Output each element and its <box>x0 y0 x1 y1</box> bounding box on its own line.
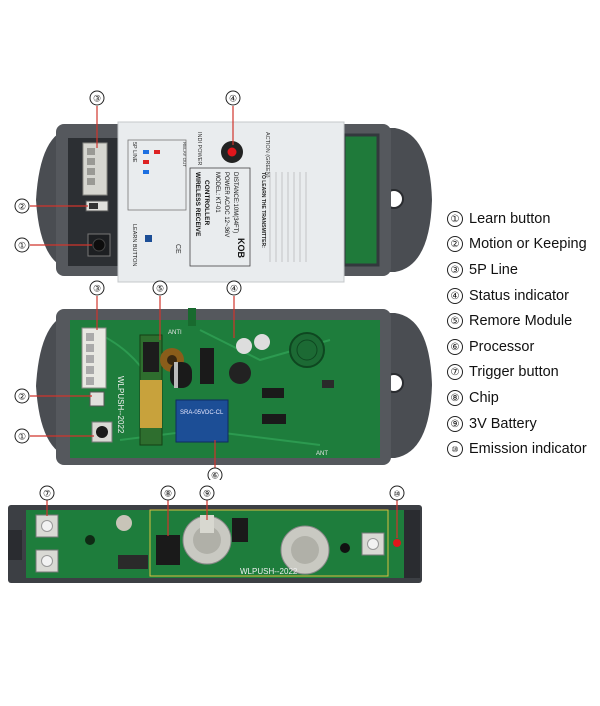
legend-item: ① Learn button <box>447 206 597 232</box>
label-instructions-title: TO LEARN THE TRANSMITTER: <box>260 172 266 248</box>
piezo-disc <box>289 332 325 368</box>
legend-number: ⑤ <box>447 313 463 330</box>
ant-label: ANT <box>316 451 328 457</box>
status-led <box>227 147 237 157</box>
legend-item: ③ 5P Line <box>447 257 597 283</box>
component-legend: ① Learn button ② Motion or Keeping ③ 5P Lin… <box>447 206 597 462</box>
legend-item: ④ Status indicator <box>447 283 597 309</box>
small-chip-2 <box>262 414 286 424</box>
small-chip-1 <box>262 388 284 398</box>
legend-item: ⑩ Emission indicator <box>447 436 597 462</box>
callout-7: ⑦ <box>43 489 51 499</box>
legend-number: ④ <box>447 287 463 304</box>
callout-4-top: ④ <box>229 94 237 104</box>
callout-9: ⑨ <box>203 489 211 499</box>
legend-label: 3V Battery <box>469 415 537 432</box>
relay <box>175 399 229 443</box>
receiver-covered-photo: INDI POWER ACTION (GREEN) 5P LINE RELAY … <box>14 90 432 283</box>
legend-item: ⑦ Trigger button <box>447 360 597 386</box>
legend-number: ⑩ <box>447 441 463 458</box>
callout-2-mid: ② <box>18 392 26 402</box>
legend-label: Status indicator <box>469 287 569 304</box>
callout-1-top: ① <box>18 241 26 251</box>
legend-number: ③ <box>447 261 463 278</box>
callout-3-top: ③ <box>93 94 101 104</box>
legend-number: ⑧ <box>447 389 463 406</box>
callout-2-top: ② <box>18 202 26 212</box>
learn-button <box>92 238 106 252</box>
label-5p-line: 5P LINE <box>131 142 137 163</box>
legend-label: Chip <box>469 389 499 406</box>
anti-label: ANTI <box>168 330 182 336</box>
label-action-green: ACTION (GREEN) <box>264 132 270 178</box>
transmitter-pcb-label: WLPUSH--2022 <box>240 567 298 576</box>
callout-3-mid: ③ <box>93 284 101 294</box>
label-distance: DISTANCE:10M(34FT) <box>232 172 238 233</box>
callout-1-mid: ① <box>18 432 26 442</box>
label-spec-box <box>189 167 251 267</box>
label-learn-button: LEARN BUTTON <box>131 224 137 266</box>
legend-item: ⑤ Remore Module <box>447 308 597 334</box>
receiver-pcb-photo: WLPUSH--2022 ANTI ANT SRA-05VDC-CL ③ ⑤ ④… <box>14 280 432 481</box>
label-power: POWER AC/DC 12~36V <box>223 172 229 237</box>
callout-6-mid: ⑥ <box>211 471 219 481</box>
legend-label: 5P Line <box>469 261 518 278</box>
processor-ic <box>200 348 214 384</box>
callout-8: ⑧ <box>164 489 172 499</box>
chip <box>156 535 180 565</box>
receiver-pcb-label: WLPUSH--2022 <box>116 376 125 434</box>
label-header-1: WIRELESS RECEIVE <box>194 172 201 237</box>
legend-item: ⑥ Processor <box>447 334 597 360</box>
electrolytic-capacitor <box>170 362 192 388</box>
small-hole <box>85 535 95 545</box>
legend-item: ② Motion or Keeping <box>447 232 597 258</box>
legend-number: ⑥ <box>447 338 463 355</box>
callout-5-mid: ⑤ <box>156 284 164 294</box>
battery-area-outline <box>149 509 389 577</box>
legend-label: Emission indicator <box>469 441 587 458</box>
green-pcb-strip <box>344 135 378 265</box>
label-relay-out: RELAY OUT <box>182 142 187 167</box>
capacitor-1 <box>254 334 270 350</box>
legend-number: ⑦ <box>447 364 463 381</box>
callout-4-mid: ④ <box>230 284 238 294</box>
legend-label: Motion or Keeping <box>469 236 587 253</box>
legend-label: Learn button <box>469 210 551 227</box>
callout-10: ⑩ <box>393 490 400 499</box>
legend-label: Remore Module <box>469 313 573 330</box>
label-indi-power: INDI POWER <box>196 132 202 165</box>
label-ce: CE <box>174 244 181 254</box>
legend-item: ⑧ Chip <box>447 385 597 411</box>
legend-number: ① <box>447 210 463 227</box>
label-header-2: CONTROLLER <box>203 180 210 225</box>
emission-led <box>393 539 401 547</box>
transmitter-pcb-photo: WLPUSH--2022 ⑦ ⑧ ⑨ ⑩ <box>8 485 422 583</box>
legend-label: Trigger button <box>469 364 559 381</box>
legend-number: ⑨ <box>447 415 463 432</box>
relay-label: SRA-05VDC-CL <box>180 410 224 416</box>
label-model: MODEL: KT-01 <box>214 172 220 213</box>
motion-switch-pcb <box>89 391 105 407</box>
legend-item: ⑨ 3V Battery <box>447 411 597 437</box>
legend-number: ② <box>447 236 463 253</box>
crystal-can <box>116 515 132 531</box>
toroid-inductor <box>229 362 251 384</box>
legend-label: Processor <box>469 338 535 355</box>
label-brand: KOB <box>236 238 246 259</box>
